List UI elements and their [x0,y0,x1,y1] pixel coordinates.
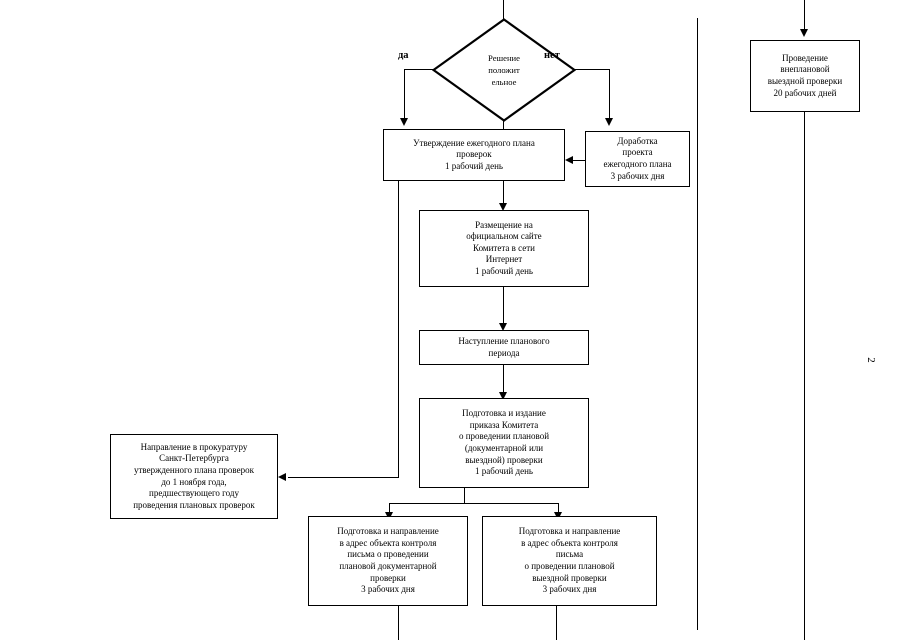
revise-draft-plan-text: Доработка проекта ежегодного плана 3 раб… [603,135,672,181]
edge-no-arrowhead [604,118,613,126]
node-decision-positive: Решение положит ельное [432,18,576,122]
edge-period-to-order-arrowhead [498,392,507,400]
edge-revise-to-approve [573,160,585,162]
edge-revise-to-approve-arrowhead [565,155,573,164]
node-letter-onsite-inspection: Подготовка и направление в адрес объекта… [482,516,657,606]
planned-period-start-text: Наступление планового периода [458,335,550,358]
edge-to-letter-documentary [389,503,391,514]
edge-no-vertical [609,69,611,118]
edge-yes-vertical [404,69,406,118]
edge-publish-to-period [503,287,505,324]
edge-letter-documentary-outflow [398,606,400,640]
edge-approve-to-prosecutor-vertical [398,181,400,478]
letter-onsite-inspection-text: Подготовка и направление в адрес объекта… [518,526,621,595]
edge-no-horizontal [574,69,610,71]
edge-to-letter-onsite [558,503,560,514]
page-number: 2 [864,357,877,363]
node-send-to-prosecutor: Направление в прокуратуру Санкт-Петербур… [110,434,278,519]
diamond-shape [432,18,576,122]
issue-committee-order-text: Подготовка и издание приказа Комитета о … [458,408,550,477]
edge-period-to-order [503,365,505,393]
edge-yes-horizontal [404,69,434,71]
edge-approve-to-publish-arrowhead [498,203,507,211]
unscheduled-onsite-inspection-text: Проведение внеплановой выездной проверки… [767,52,843,98]
edge-approve-to-prosecutor-arrowhead [278,472,286,481]
node-planned-period-start: Наступление планового периода [419,330,589,365]
node-publish-on-website: Размещение на официальном сайте Комитета… [419,210,589,287]
edge-yes-arrowhead [399,118,408,126]
letter-documentary-inspection-text: Подготовка и направление в адрес объекта… [337,526,439,595]
node-revise-draft-plan: Доработка проекта ежегодного плана 3 раб… [585,131,690,187]
decision-label: Решение положит ельное [488,52,520,88]
approve-annual-plan-text: Утверждение ежегодного плана проверок 1 … [413,137,535,171]
edge-diamond-bottom [503,120,505,130]
edge-publish-to-period-arrowhead [498,323,507,331]
edge-approve-to-prosecutor-horizontal [288,477,398,479]
page-column-divider [697,18,699,630]
edge-unscheduled-outflow [804,112,806,640]
edge-top-inflow [503,0,505,20]
edge-letter-onsite-outflow [556,606,558,640]
edge-approve-to-publish [503,181,505,204]
node-issue-committee-order: Подготовка и издание приказа Комитета о … [419,398,589,488]
publish-on-website-text: Размещение на официальном сайте Комитета… [466,219,542,276]
send-to-prosecutor-text: Направление в прокуратуру Санкт-Петербур… [133,441,255,510]
edge-label-no: нет [544,50,560,61]
node-letter-documentary-inspection: Подготовка и направление в адрес объекта… [308,516,468,606]
edge-order-to-letters-bridge [389,503,559,505]
edge-unscheduled-inflow [804,0,806,31]
node-unscheduled-onsite-inspection: Проведение внеплановой выездной проверки… [750,40,860,112]
edge-order-to-letters-split-left [464,488,466,504]
node-approve-annual-plan: Утверждение ежегодного плана проверок 1 … [383,129,565,181]
edge-label-yes: да [398,50,409,61]
edge-unscheduled-inflow-arrowhead [799,29,808,37]
